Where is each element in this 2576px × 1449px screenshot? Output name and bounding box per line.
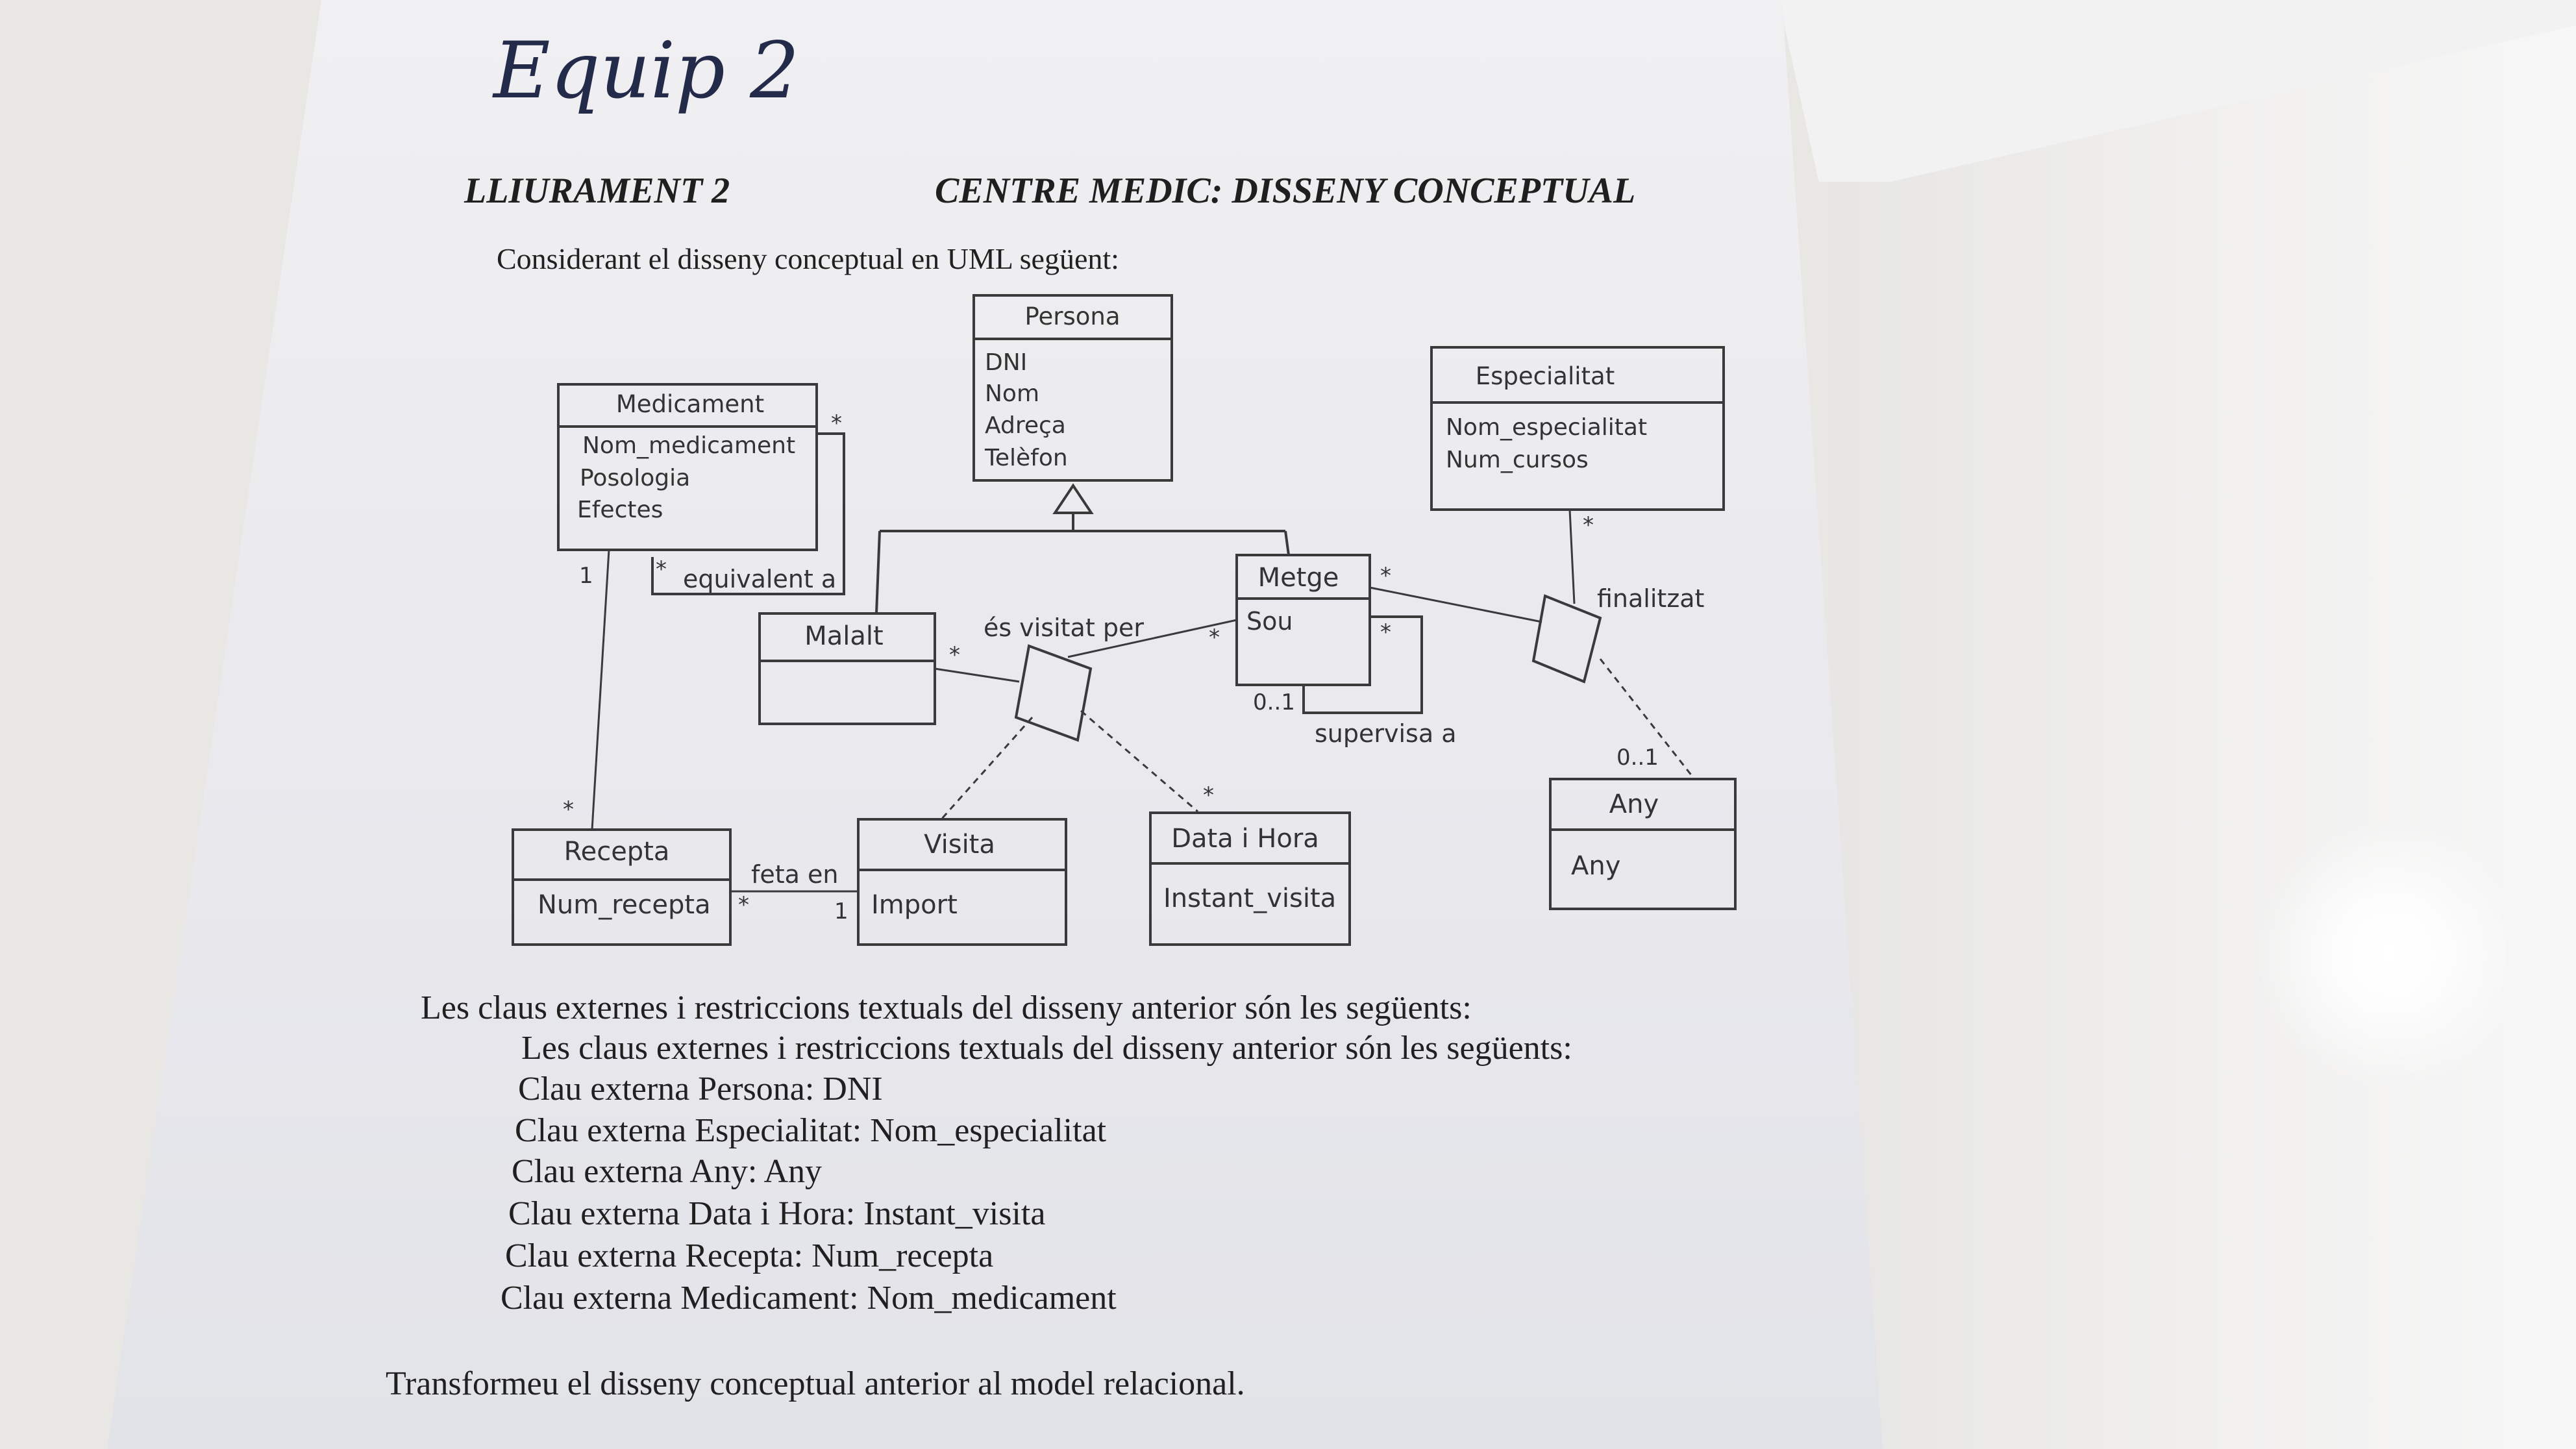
mult-metge-supervisa-many: * [1380, 619, 1391, 645]
label-es-visitat-per: és visitat per [984, 613, 1144, 642]
class-name-persona: Persona [1024, 303, 1120, 330]
class-name-datahora: Data i Hora [1171, 824, 1319, 854]
mult-recepta-feta: * [738, 892, 749, 918]
class-name-visita: Visita [924, 830, 995, 860]
label-feta-en: feta en [751, 860, 838, 889]
constraints-title: Les claus externes i restriccions textua… [421, 989, 1472, 1026]
attribute-any: Any [1571, 851, 1620, 881]
mult-medicament-recepta-1: 1 [579, 563, 593, 589]
mult-medicament-recepta-many: * [563, 797, 574, 823]
mult-metge-visitat: * [1209, 625, 1220, 650]
attribute-adreca: Adreça [985, 412, 1066, 439]
class-box-medicament [557, 383, 818, 551]
class-name-metge: Metge [1258, 563, 1339, 593]
class-box-persona [972, 294, 1173, 482]
attribute-nom: Nom [985, 380, 1039, 407]
attribute-posologia: Posologia [580, 465, 690, 491]
finalitzat-diamond [1531, 594, 1602, 684]
mult-metge-finalitzat: * [1380, 563, 1391, 589]
mult-visita-feta: 1 [834, 898, 848, 924]
intro-text: Considerant el disseny conceptual en UML… [497, 242, 1119, 275]
constraint-line: Clau externa Especialitat: Nom_especiali… [515, 1112, 1107, 1149]
constraint-line: Clau externa Recepta: Num_recepta [505, 1237, 994, 1274]
class-name-malalt: Malalt [804, 621, 883, 651]
label-finalitzat: finalitzat [1597, 584, 1704, 613]
visitat-diamond [1014, 644, 1093, 742]
class-name-recepta: Recepta [564, 837, 670, 867]
mult-medicament-self-bottom: * [656, 556, 667, 582]
mult-medicament-self-top: * [831, 410, 842, 436]
constraint-line: Les claus externes i restriccions textua… [521, 1030, 1572, 1067]
handwritten-team-note: Equip 2 [493, 26, 800, 116]
document-title: CENTRE MEDIC: DISSENY CONCEPTUAL [935, 171, 1636, 211]
equivalent-association [651, 432, 845, 595]
constraint-line: Clau externa Data i Hora: Instant_visita [508, 1195, 1046, 1232]
mult-datahora-visitat: * [1203, 782, 1214, 808]
generalization-triangle [1052, 483, 1094, 514]
class-name-medicament: Medicament [616, 390, 764, 418]
light-glare [2253, 818, 2525, 1091]
attribute-telefon: Telèfon [984, 445, 1068, 471]
supervisa-association [1302, 615, 1423, 714]
mult-malalt-visitat: * [949, 642, 960, 668]
class-box-any [1549, 778, 1737, 910]
attribute-nom-especialitat: Nom_especialitat [1446, 414, 1647, 441]
desk-surface [1831, 0, 2576, 1449]
mult-metge-supervisa-one: 0..1 [1253, 689, 1295, 715]
class-box-recepta [512, 828, 732, 946]
task-instruction: Transformeu el disseny conceptual anteri… [386, 1365, 1245, 1402]
constraint-line: Clau externa Medicament: Nom_medicament [501, 1280, 1117, 1317]
label-supervisa-a: supervisa a [1315, 719, 1457, 748]
attribute-import: Import [871, 890, 958, 920]
class-name-any: Any [1609, 789, 1659, 819]
attribute-dni: DNI [985, 349, 1027, 376]
mult-especialitat-finalitzat: * [1583, 512, 1594, 538]
class-box-especialitat [1430, 346, 1725, 511]
attribute-nom-medicament: Nom_medicament [582, 432, 795, 459]
class-box-datahora [1149, 811, 1351, 946]
constraint-line: Clau externa Any: Any [512, 1153, 823, 1190]
class-name-especialitat: Especialitat [1476, 362, 1615, 390]
attribute-num-recepta: Num_recepta [538, 890, 711, 920]
delivery-heading: LLIURAMENT 2 [464, 171, 730, 211]
attribute-instant-visita: Instant_visita [1163, 884, 1336, 913]
attribute-num-cursos: Num_cursos [1446, 447, 1589, 473]
mult-any-finalitzat: 0..1 [1616, 745, 1659, 771]
attribute-sou: Sou [1246, 607, 1293, 636]
constraint-line: Clau externa Persona: DNI [518, 1071, 883, 1108]
class-box-visita [857, 818, 1067, 946]
label-equivalent-a: equivalent a [683, 565, 836, 593]
attribute-efectes: Efectes [577, 497, 663, 523]
